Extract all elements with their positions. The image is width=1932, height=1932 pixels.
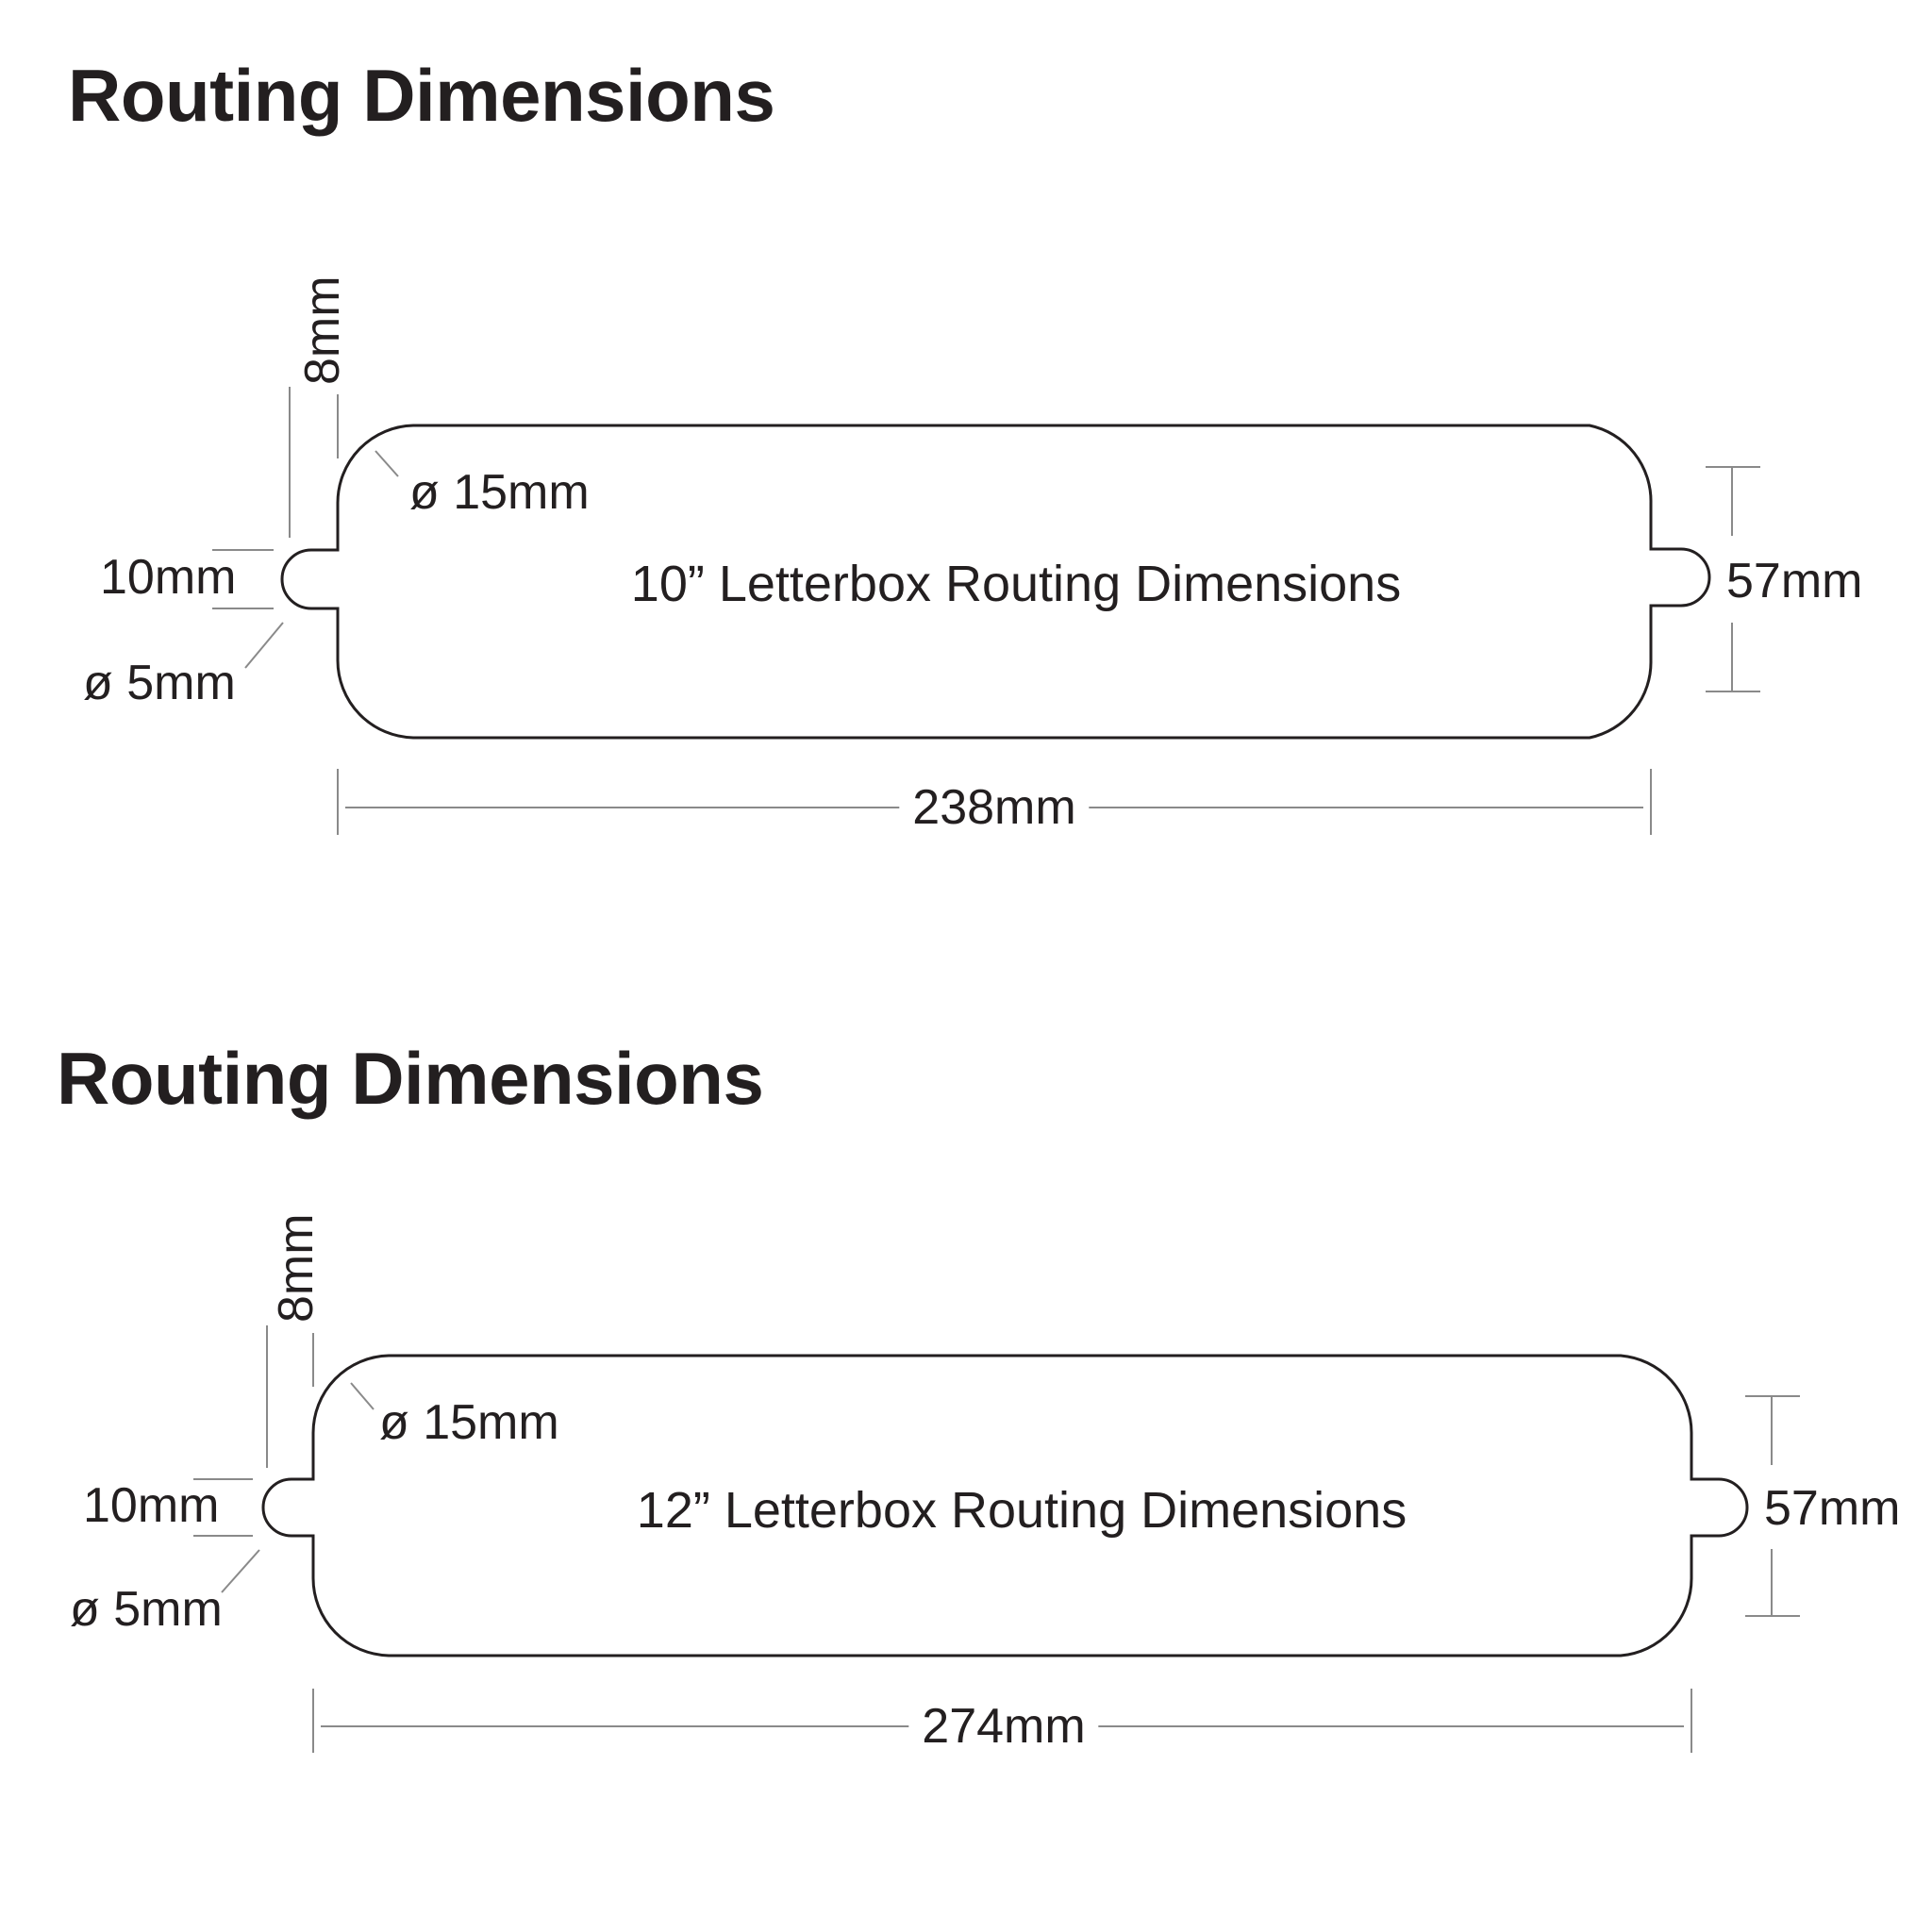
letterbox-outline-drawing [193, 1325, 1800, 1753]
tab-diameter-leader [244, 622, 284, 669]
corner-diameter-leader [350, 1382, 375, 1410]
length-label: 274mm [908, 1702, 1099, 1751]
corner-diameter-leader [375, 450, 399, 477]
routing-diagram-12in: Routing Dimensions 8mm ø 15mm 10mm ø 5mm… [0, 943, 1932, 1932]
tab-diameter-label: ø 5mm [70, 1582, 223, 1637]
routing-diagram-10in: Routing Dimensions 8mm ø 15mm 10mm ø 5mm… [0, 0, 1932, 943]
height-label: 57mm [1764, 1481, 1901, 1536]
tab-depth-label: 8mm [295, 275, 350, 385]
letterbox-slot-outline [261, 1354, 1749, 1657]
section-heading: Routing Dimensions [68, 54, 775, 137]
height-label: 57mm [1726, 554, 1863, 608]
tab-diameter-label: ø 5mm [83, 656, 236, 710]
corner-diameter-label: ø 15mm [379, 1395, 559, 1450]
tab-width-label: 10mm [100, 550, 237, 605]
corner-diameter-label: ø 15mm [409, 465, 590, 520]
section-heading: Routing Dimensions [57, 1037, 764, 1120]
tab-depth-label: 8mm [269, 1213, 324, 1323]
tab-diameter-leader [221, 1549, 260, 1593]
tab-width-label: 10mm [83, 1478, 220, 1533]
length-label: 238mm [899, 783, 1090, 832]
letterbox-title: 12” Letterbox Routing Dimensions [636, 1482, 1407, 1539]
letterbox-title: 10” Letterbox Routing Dimensions [630, 556, 1402, 612]
letterbox-slot-outline [280, 424, 1711, 740]
